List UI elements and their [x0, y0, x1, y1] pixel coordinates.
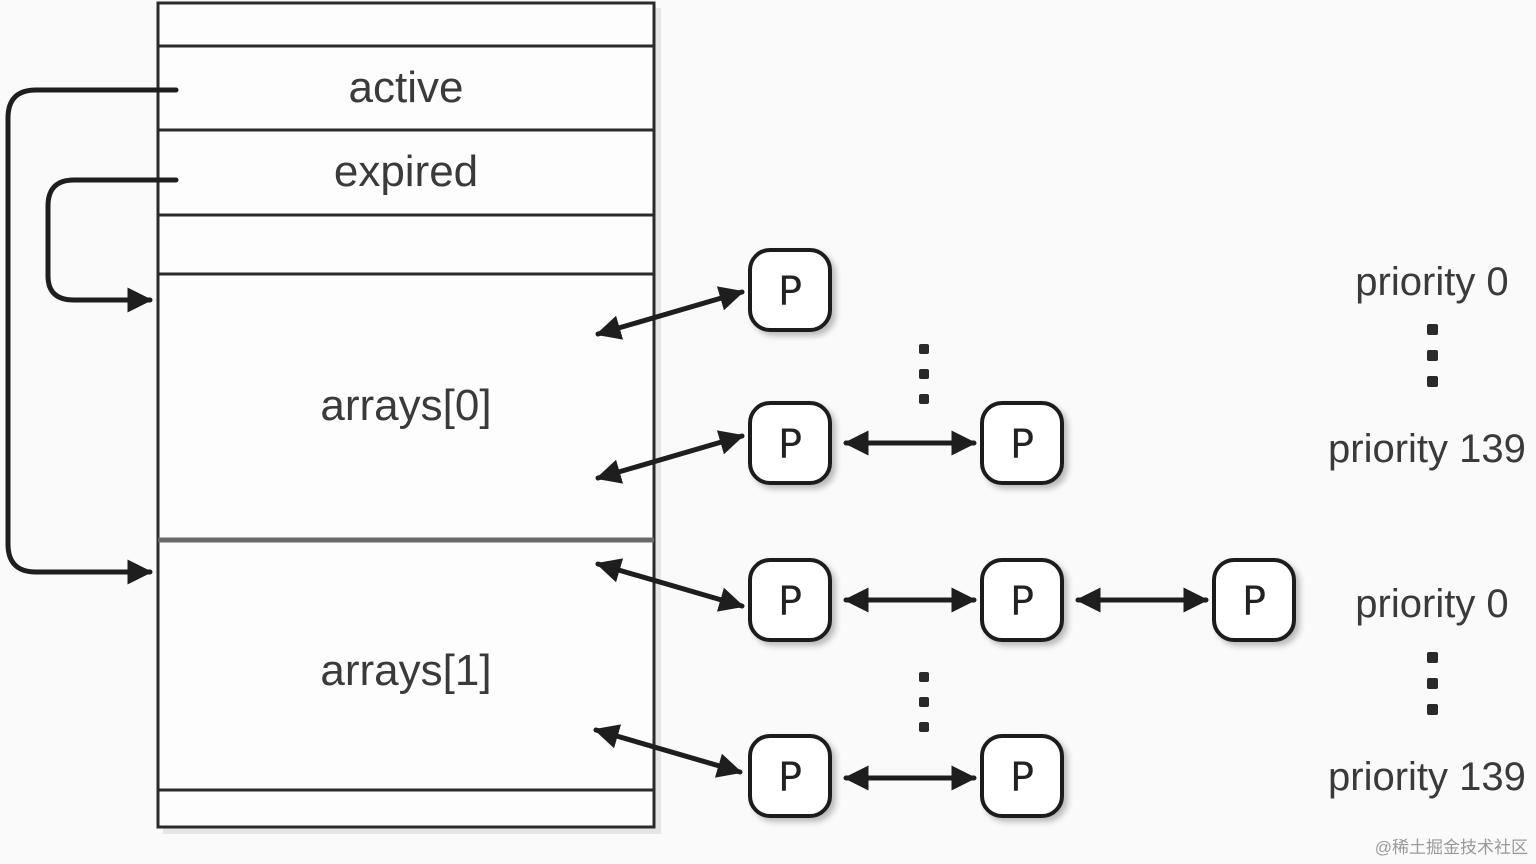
process-node-label: P — [778, 579, 802, 625]
process-node-label: P — [778, 755, 802, 801]
vertical-ellipsis — [1427, 652, 1438, 715]
field-active-label: active — [349, 63, 464, 112]
process-node-label: P — [1242, 579, 1266, 625]
priority-label: priority 0 — [1355, 260, 1508, 304]
process-node-label: P — [1010, 755, 1034, 801]
process-node: P — [1212, 558, 1296, 642]
queue-link-arrow — [593, 724, 743, 778]
priority-label: priority 139 — [1328, 427, 1526, 471]
process-node: P — [980, 401, 1064, 485]
queue-link-arrow — [595, 430, 745, 484]
watermark-text: @稀土掘金技术社区 — [1375, 838, 1528, 857]
process-node-label: P — [1010, 579, 1034, 625]
process-node: P — [748, 558, 832, 642]
process-node-label: P — [778, 269, 802, 315]
vertical-ellipsis — [1427, 324, 1438, 387]
priority-label: priority 0 — [1355, 582, 1508, 626]
process-node: P — [980, 558, 1064, 642]
field-arrays1-label: arrays[1] — [320, 646, 491, 695]
process-node: P — [980, 734, 1064, 818]
priority-label: priority 139 — [1328, 755, 1526, 799]
process-node-label: P — [1010, 422, 1034, 468]
process-node-label: P — [778, 422, 802, 468]
field-expired-label: expired — [334, 147, 478, 196]
expired-pointer-arrow — [45, 177, 179, 313]
queue-link-arrow — [595, 286, 745, 340]
process-node: P — [748, 734, 832, 818]
struct-box — [156, 1, 656, 829]
field-arrays0-label: arrays[0] — [320, 381, 491, 430]
vertical-ellipsis — [919, 672, 929, 732]
active-pointer-arrow — [5, 87, 179, 585]
runqueue-struct: active expired arrays[0] arrays[1] — [156, 1, 661, 834]
process-node: P — [748, 248, 832, 332]
vertical-ellipsis — [919, 344, 929, 404]
queue-link-arrow — [595, 558, 745, 612]
process-node: P — [748, 401, 832, 485]
